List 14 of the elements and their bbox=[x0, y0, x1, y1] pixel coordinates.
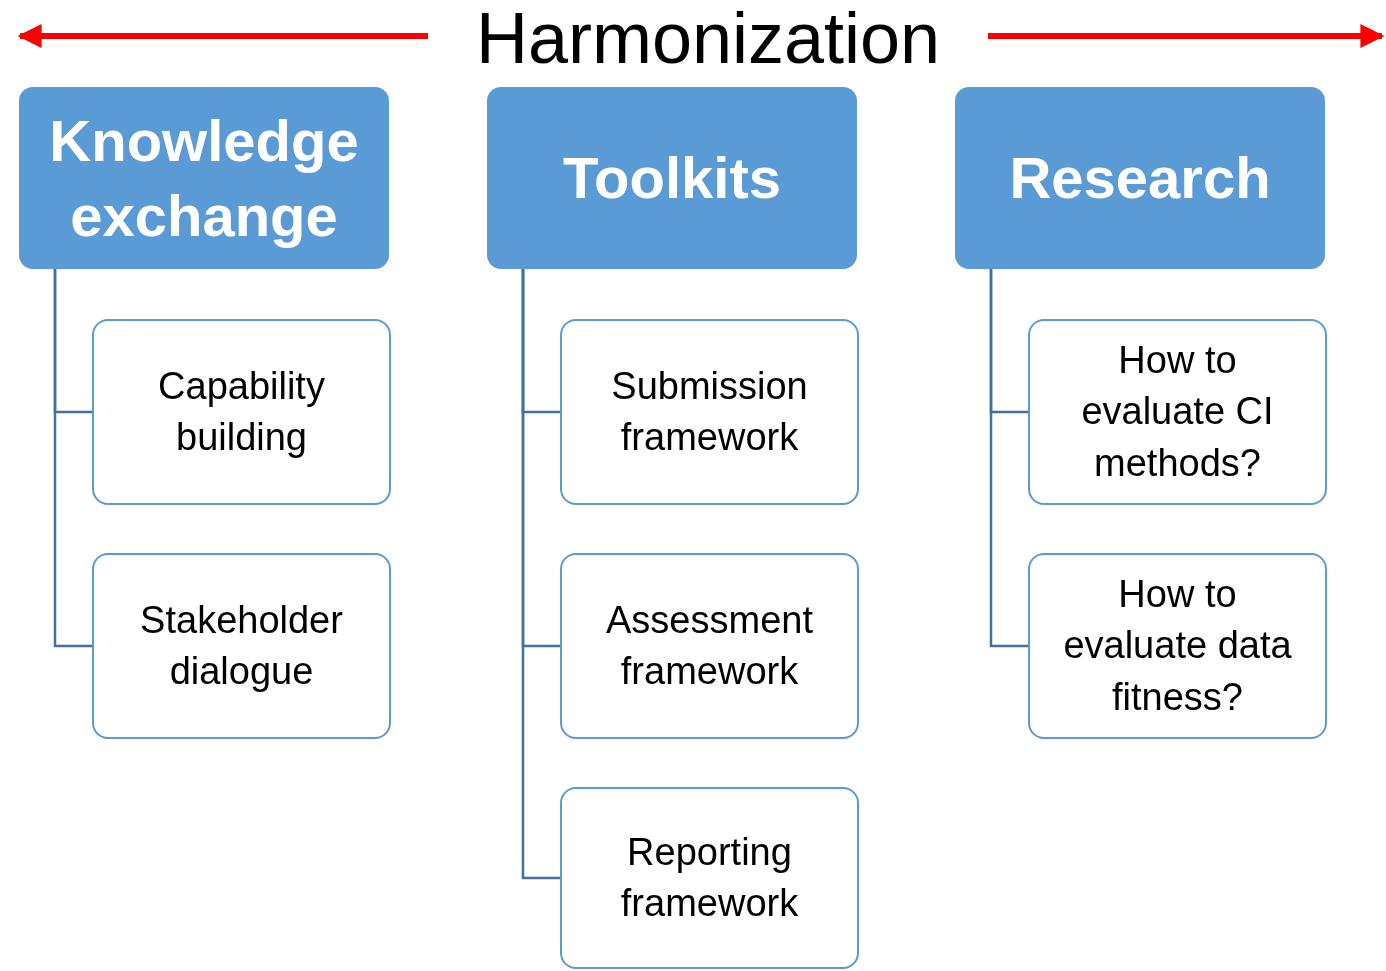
item-box: Reporting framework bbox=[560, 787, 859, 969]
item-box: Stakeholder dialogue bbox=[92, 553, 391, 739]
item-box: Assessment framework bbox=[560, 553, 859, 739]
category-box: Toolkits bbox=[487, 87, 857, 269]
item-box: Capability building bbox=[92, 319, 391, 505]
item-box: How to evaluate CI methods? bbox=[1028, 319, 1327, 505]
item-box: How to evaluate data fitness? bbox=[1028, 553, 1327, 739]
connector-line bbox=[521, 269, 560, 880]
category-box: Research bbox=[955, 87, 1325, 269]
diagram-title: Harmonization bbox=[474, 0, 942, 80]
connector-line bbox=[989, 269, 1028, 648]
connector-line bbox=[53, 269, 92, 648]
category-box: Knowledge exchange bbox=[19, 87, 389, 269]
item-box: Submission framework bbox=[560, 319, 859, 505]
